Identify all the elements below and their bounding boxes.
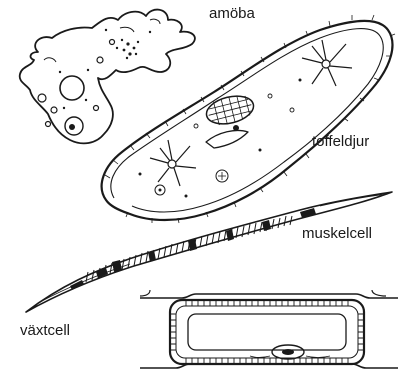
paramecium-drawing [102,15,395,223]
amoeba-drawing [20,10,195,144]
label-muscle-cell: muskelcell [302,226,372,241]
label-amoeba: amöba [209,6,255,21]
plant-cell-wall [170,300,364,364]
label-plant-cell: växtcell [20,323,70,338]
label-paramecium: toffeldjur [312,134,369,149]
plant-cell-vacuole [188,314,346,350]
paramecium-outline [102,21,393,220]
contractile-vacuole-top [302,40,352,86]
amoeba-vacuole [60,76,84,100]
plant-cell-wall-hatching [171,301,363,363]
plant-cell-drawing [140,290,398,368]
contractile-vacuole-bottom [150,140,196,186]
